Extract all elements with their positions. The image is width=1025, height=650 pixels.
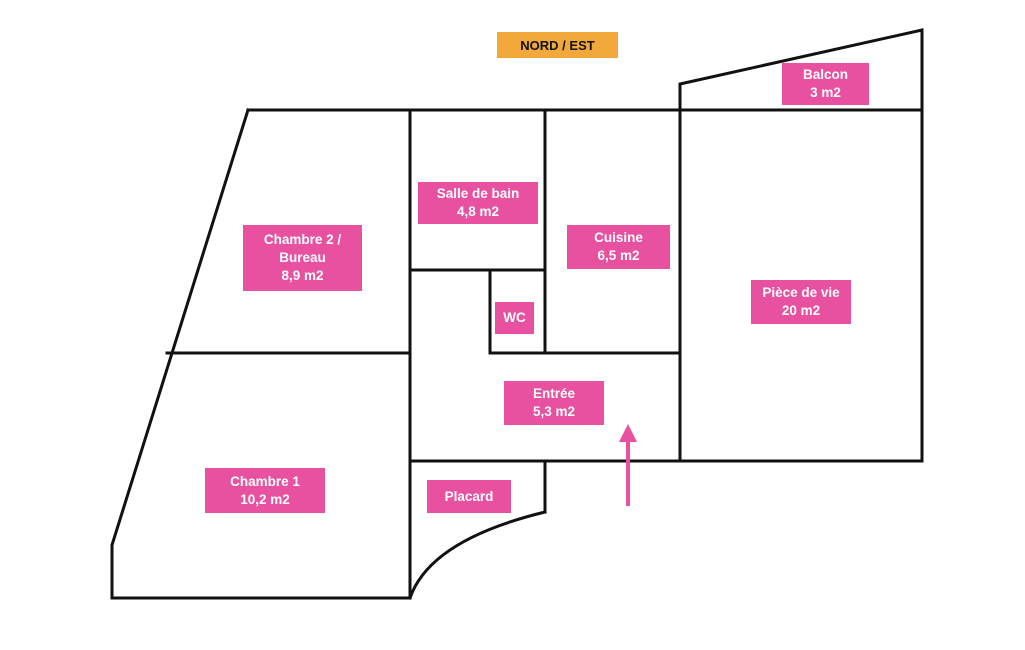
room-label-entree: Entrée 5,3 m2 xyxy=(504,381,604,425)
room-name: Salle de bain xyxy=(436,186,520,201)
outer-wall-west xyxy=(110,108,412,600)
room-name: Pièce de vie xyxy=(762,285,840,300)
room-label-salle-de-bain: Salle de bain 4,8 m2 xyxy=(418,182,538,224)
room-area: 4,8 m2 xyxy=(456,204,500,219)
room-area: 10,2 m2 xyxy=(240,491,290,507)
room-area: 3 m2 xyxy=(810,85,841,100)
orientation-text: NORD / EST xyxy=(520,37,595,53)
orientation-badge: NORD / EST xyxy=(497,32,618,58)
room-label-placard: Placard xyxy=(427,480,511,513)
room-label-wc: WC xyxy=(495,302,534,334)
room-label-cuisine: Cuisine 6,5 m2 xyxy=(567,225,670,269)
room-area: 6,5 m2 xyxy=(597,248,640,263)
room-name: Cuisine xyxy=(594,230,643,245)
room-name: Balcon xyxy=(802,67,848,82)
room-label-chambre-2: Chambre 2 / Bureau 8,9 m2 xyxy=(243,225,362,291)
room-name: Chambre 1 xyxy=(230,473,300,489)
room-name-line1: Chambre 2 / xyxy=(263,232,342,247)
room-area: 5,3 m2 xyxy=(532,404,576,419)
room-name: WC xyxy=(503,310,526,325)
room-label-piece-de-vie: Pièce de vie 20 m2 xyxy=(751,280,851,324)
room-area: 8,9 m2 xyxy=(281,268,324,283)
room-name: Placard xyxy=(444,488,494,504)
room-label-chambre-1: Chambre 1 10,2 m2 xyxy=(205,468,325,513)
entry-arrow-icon xyxy=(619,424,637,506)
placard-door-arc xyxy=(408,510,547,600)
room-name: Entrée xyxy=(532,386,576,401)
room-label-balcon: Balcon 3 m2 xyxy=(782,63,869,105)
room-name-line2: Bureau xyxy=(279,250,326,265)
room-area: 20 m2 xyxy=(781,303,821,318)
